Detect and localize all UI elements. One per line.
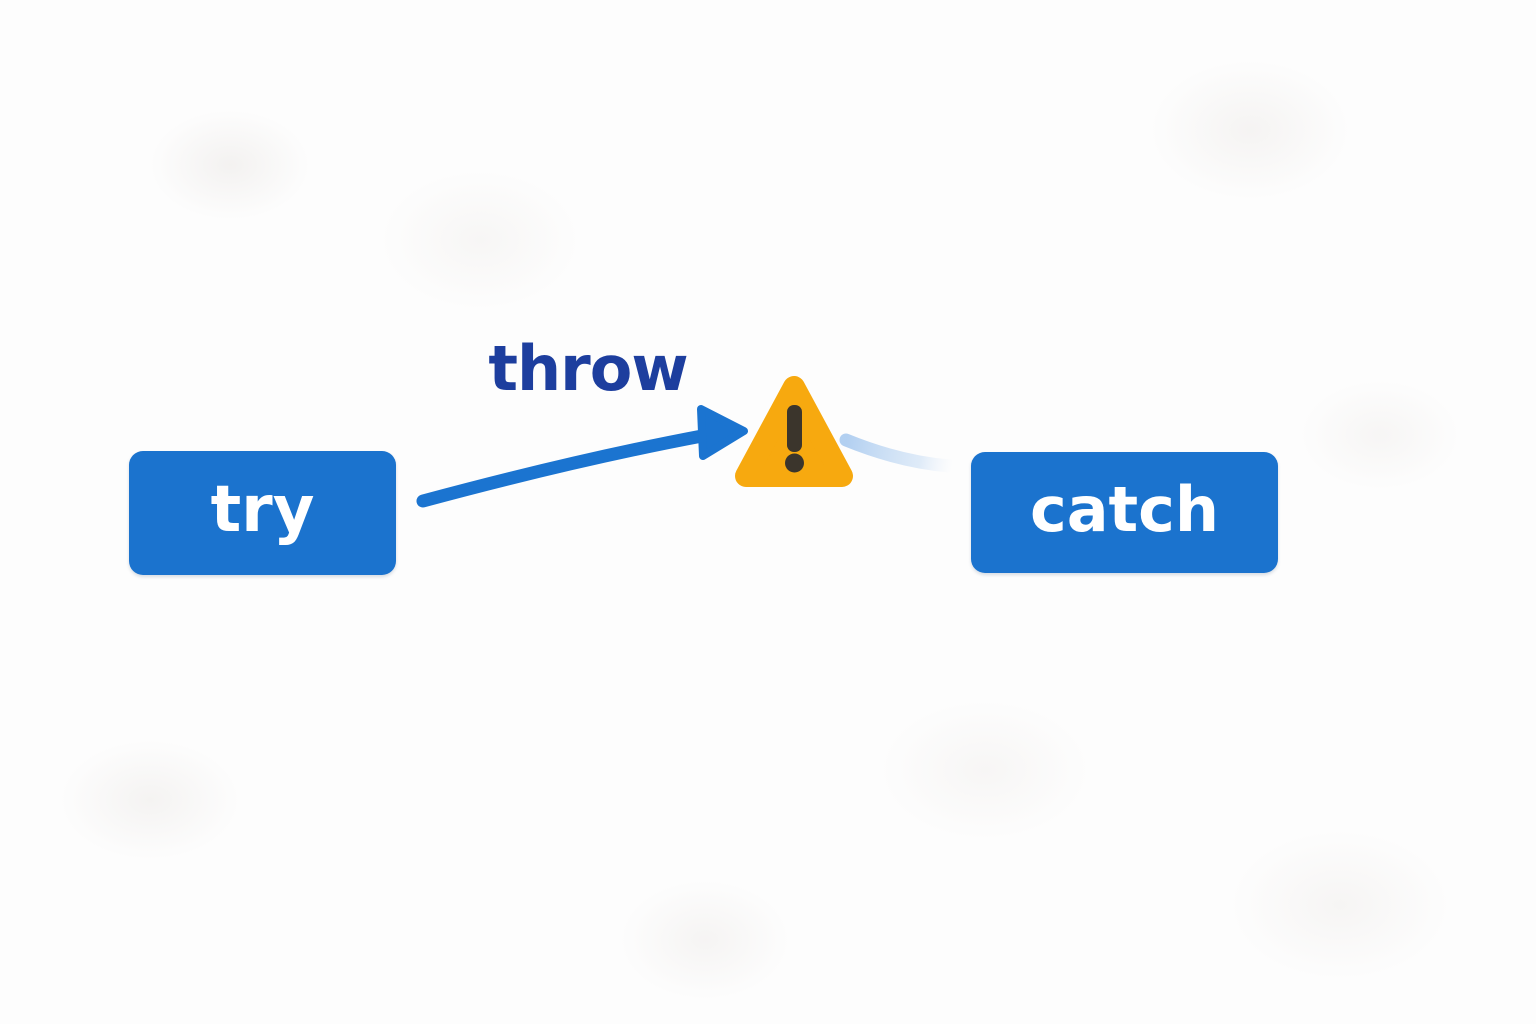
catch-node-label: catch — [1029, 473, 1220, 546]
exclamation-bar — [787, 405, 802, 452]
throw-arrowhead — [697, 405, 748, 460]
catch-node: catch — [971, 452, 1278, 573]
throw-edge-label: throw — [488, 332, 688, 405]
exclamation-dot — [785, 453, 804, 473]
faded-connector — [839, 433, 957, 473]
throw-arrow-shaft — [416, 429, 709, 508]
warning-triangle-icon — [735, 376, 853, 487]
try-node-label: try — [210, 473, 315, 547]
try-node: try — [129, 451, 396, 575]
